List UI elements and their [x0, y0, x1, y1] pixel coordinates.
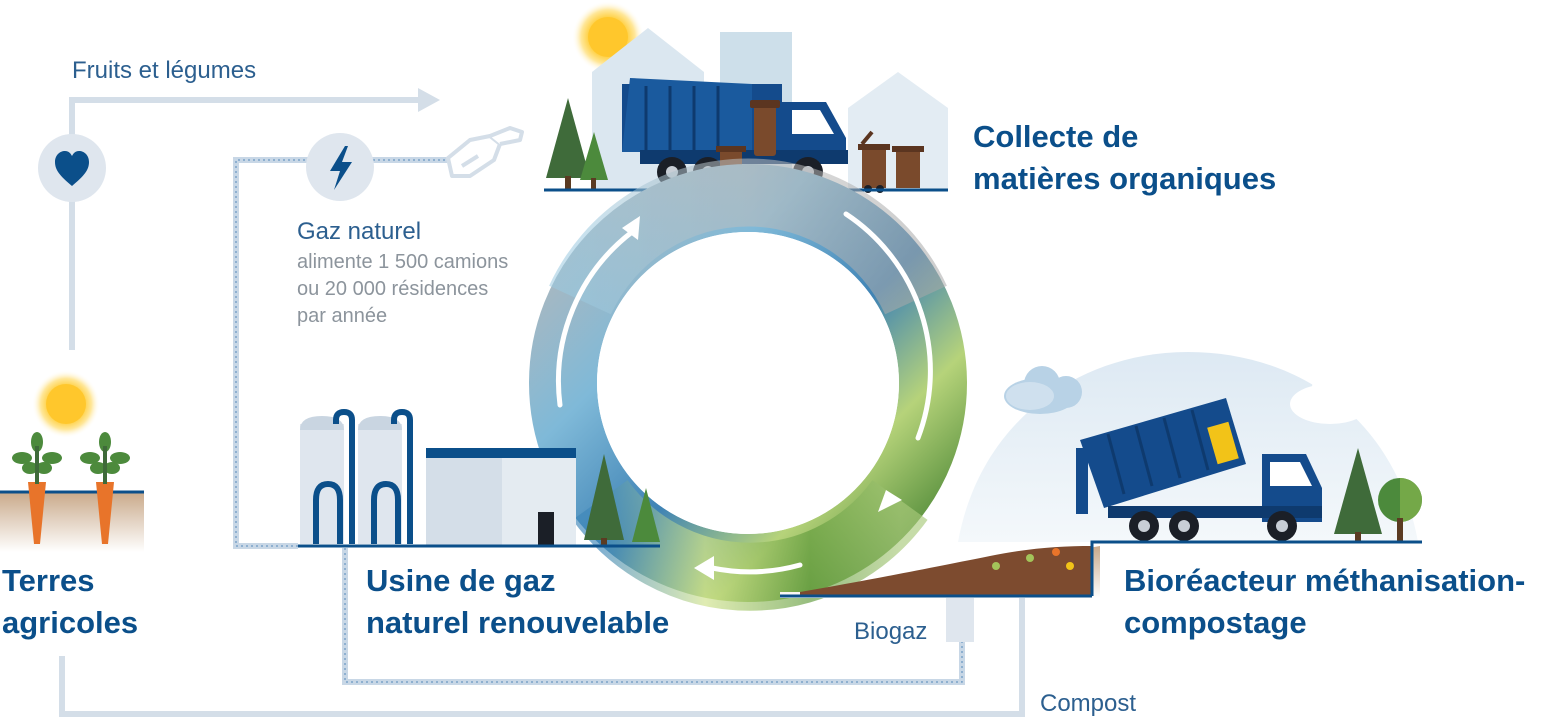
terres-title-line-2: agricoles [2, 605, 139, 640]
fruits-arrow-head [418, 88, 440, 112]
terres-title-line-1: Terres [2, 563, 95, 598]
cloud-icon [1290, 366, 1380, 424]
cloud-icon [1004, 366, 1082, 414]
gaz-note-line-1: alimente 1 500 camions [297, 251, 509, 273]
farmland-scene [0, 370, 144, 552]
compost-label: Compost [1040, 690, 1137, 717]
collection-truck [622, 78, 848, 190]
usine-title-line-2: naturel renouvelable [366, 605, 670, 640]
biogaz-label: Biogaz [854, 618, 928, 645]
gas-plant-scene [298, 408, 660, 548]
collecte-title-line-1: Collecte de [973, 119, 1139, 154]
carrot-icon [80, 432, 130, 544]
bioreactor-scene [780, 352, 1422, 598]
dump-truck [1076, 398, 1322, 541]
gaz-note-line-2: ou 20 000 résidences [297, 278, 489, 300]
flow-compost-line [59, 598, 1025, 717]
biogas-pipe [946, 596, 974, 642]
flow-fruits-line [69, 97, 418, 350]
heart-icon [38, 134, 106, 202]
collecte-title-line-2: matières organiques [973, 161, 1277, 196]
fuel-nozzle-icon [446, 126, 524, 178]
usine-title-line-1: Usine de gaz [366, 563, 556, 598]
gaz-naturel-label: Gaz naturel [297, 218, 422, 245]
collection-scene [544, 1, 948, 193]
fruits-label: Fruits et légumes [72, 57, 257, 84]
carrot-icon [12, 432, 62, 544]
bioreacteur-title-line-2: compostage [1124, 605, 1307, 640]
lightning-bolt-icon [306, 133, 374, 201]
bioreacteur-title-line-1: Bioréacteur méthanisation- [1124, 563, 1526, 598]
gaz-note-line-3: par année [297, 305, 388, 327]
organic-bins [858, 130, 924, 193]
